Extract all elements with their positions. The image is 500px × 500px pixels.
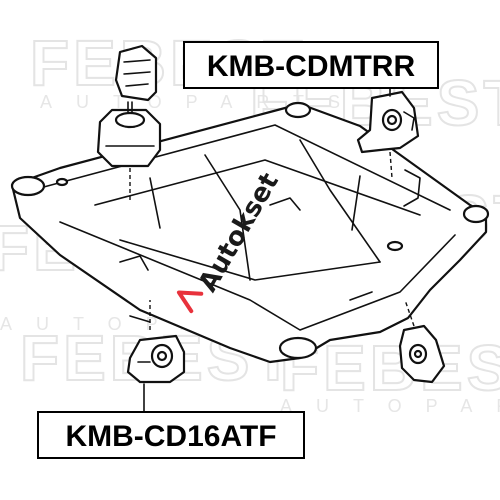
leader-top-right: [389, 151, 393, 179]
part-label-kmb-cd16atf: KMB-CD16ATF: [37, 411, 305, 459]
rear-mount-part: [356, 90, 420, 154]
part-number-top: KMB-CDMTRR: [207, 50, 416, 83]
part-label-box-bottom: [37, 411, 305, 459]
autokset-logo-icon: [176, 290, 204, 314]
watermark-sub-3: AUTOPARTS: [280, 396, 500, 416]
watermark-sub-1: AUTOPARTS: [40, 92, 364, 112]
part-label-box-top: [183, 41, 439, 89]
transmission-mount: [398, 324, 446, 384]
engine-mount-top-left: [96, 44, 162, 168]
part-label-kmb-cdmtrr: KMB-CDMTRR: [183, 41, 439, 89]
leader-bottom-right: [404, 299, 415, 327]
part-number-bottom: KMB-CD16ATF: [65, 420, 276, 453]
front-mount-part: [126, 334, 186, 384]
